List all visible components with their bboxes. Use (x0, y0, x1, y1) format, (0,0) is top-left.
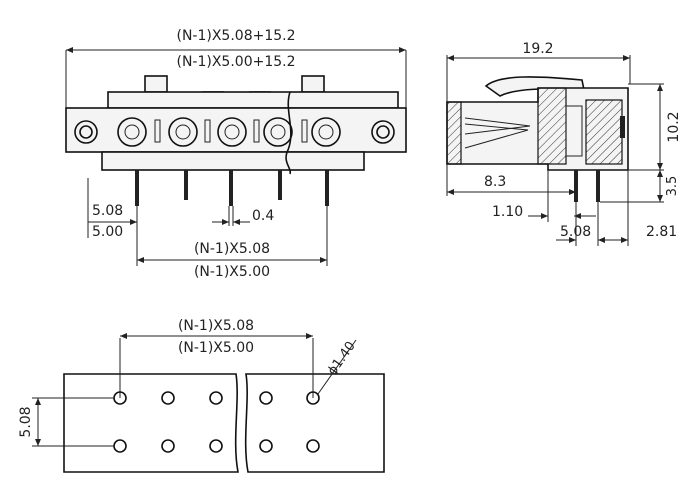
front-view: (N-1)X5.08+15.2 (N-1)X5.00+15.2 (65, 28, 407, 280)
separator (154, 119, 161, 143)
front-overall-dim-1: (N-1)X5.08+15.2 (176, 28, 295, 44)
pin (278, 170, 282, 200)
span-dim-2: (N-1)X5.00 (194, 264, 270, 280)
pcb-layout: (N-1)X5.08 (N-1)X5.00 ϕ1.40 5.08 (18, 318, 385, 473)
pin-width-label: 0.4 (252, 208, 274, 224)
latch (144, 75, 168, 93)
side-pin (596, 170, 600, 202)
pcb-hole (259, 391, 273, 405)
height-label: 10.2 (666, 111, 682, 142)
wire-entry (311, 117, 341, 147)
pin-pitch-label: 5.08 (560, 224, 591, 240)
side-view: 19.2 10.2 3.5 8.3 1.10 (446, 41, 682, 246)
wire-entry (117, 117, 147, 147)
spring-clamp (464, 117, 531, 149)
pcb-row-pitch-label: 5.08 (18, 406, 34, 437)
housing-top (107, 91, 399, 109)
wire-entry (168, 117, 198, 147)
latch (301, 75, 325, 93)
section-hatch (537, 87, 567, 165)
pin-offset-label: 1.10 (492, 204, 523, 220)
pcb-span-dim-1: (N-1)X5.08 (178, 318, 254, 334)
front-depth-label: 8.3 (484, 174, 506, 190)
pin (325, 170, 329, 206)
separator (204, 119, 211, 143)
pin (135, 170, 139, 206)
mount-hole-right-inner (376, 125, 390, 139)
pin (229, 170, 233, 206)
front-overall-dim-2: (N-1)X5.00+15.2 (176, 54, 295, 70)
pcb-hole (161, 439, 175, 453)
section-hatch (585, 99, 623, 165)
hole-diameter-label: ϕ1.40 (325, 339, 359, 378)
span-dim-1: (N-1)X5.08 (194, 241, 270, 257)
release-lever (484, 76, 585, 97)
wire-entry (217, 117, 247, 147)
pin-offset-1: 5.08 (92, 203, 123, 219)
separator (253, 119, 260, 143)
pin-offset-2: 5.00 (92, 224, 123, 240)
side-slot (620, 116, 625, 138)
housing-base (101, 151, 365, 171)
break-line (285, 91, 292, 175)
hole-diameter-leader (317, 339, 357, 395)
mount-hole-left (74, 120, 98, 144)
separator (301, 119, 308, 143)
mount-hole-right (371, 120, 395, 144)
pcb-hole (113, 439, 127, 453)
pin-length-label: 3.5 (665, 176, 680, 197)
clamp-window (565, 105, 583, 157)
mount-hole-left-inner (79, 125, 93, 139)
rear-offset-label: 2.81 (646, 224, 677, 240)
pin (184, 170, 188, 200)
pcb-hole (209, 391, 223, 405)
pcb-hole (209, 439, 223, 453)
depth-label: 19.2 (522, 41, 553, 57)
pcb-hole (306, 439, 320, 453)
section-hatch (446, 101, 462, 165)
pcb-board-left (63, 373, 239, 473)
wire-entry (263, 117, 293, 147)
pcb-hole (306, 391, 320, 405)
pcb-board-right (244, 373, 385, 473)
pcb-span-dim-2: (N-1)X5.00 (178, 340, 254, 356)
pcb-hole (161, 391, 175, 405)
pcb-hole (259, 439, 273, 453)
